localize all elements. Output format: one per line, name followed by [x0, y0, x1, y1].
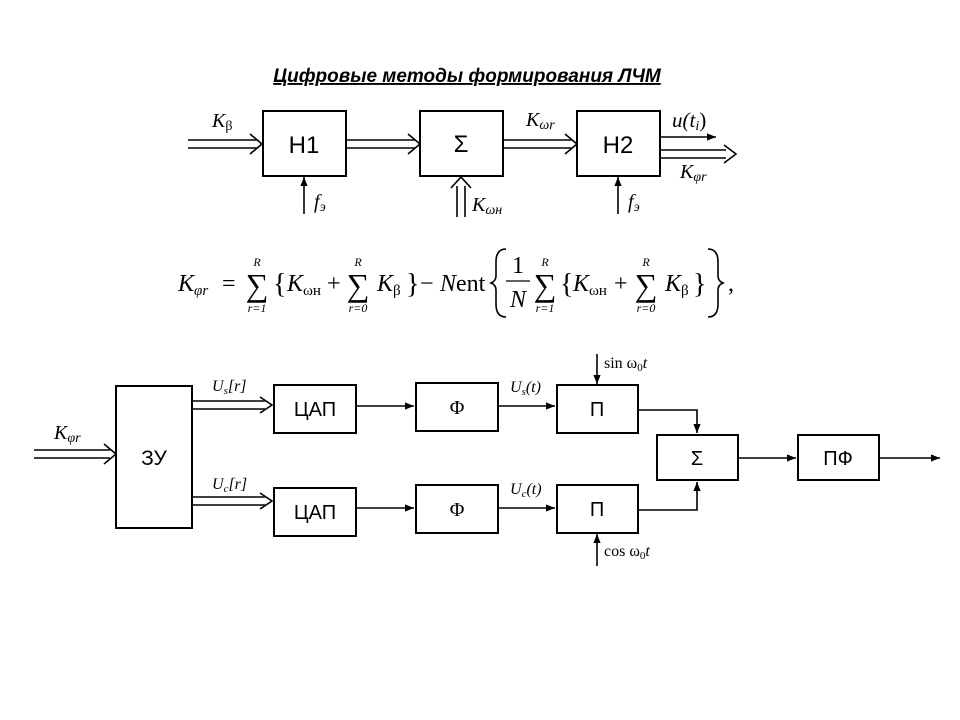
formula-k-beta-2: Kβ — [664, 271, 689, 299]
k-phi-r-label: Kφr — [679, 161, 707, 185]
h2-block — [576, 110, 661, 177]
formula-minus: − — [420, 271, 434, 297]
fraction-denominator: N — [509, 287, 528, 313]
mult-lower-to-sum-arrow — [638, 482, 701, 511]
dac-upper-label: ЦАП — [294, 399, 336, 421]
cos-label: cos ω0t — [604, 543, 650, 562]
zu-block — [115, 385, 193, 529]
formula-plus-1: + — [327, 271, 341, 297]
mult-upper-label: П — [590, 399, 604, 421]
zu-to-dac-upper-arrow — [192, 396, 274, 414]
h1-label: Н1 — [289, 132, 320, 159]
bpf-block — [797, 434, 880, 481]
brace-close-1: } — [406, 269, 419, 300]
input-kbeta-label: Kβ — [211, 110, 232, 134]
h1-to-sum-arrow — [346, 133, 422, 155]
filter-lower-block — [415, 484, 499, 534]
formula: Kφr = R ∑ r=1 { Kωн + R ∑ r=0 Kβ } − Nen… — [177, 248, 734, 318]
sum2-lower: r=0 — [349, 301, 368, 315]
dac-lower-label: ЦАП — [294, 502, 336, 524]
h1-block — [262, 110, 347, 177]
brace-open-2: { — [560, 269, 573, 300]
input-kbeta-arrow — [188, 133, 264, 155]
sum3-sigma: ∑ — [534, 267, 557, 303]
uc-r-label: Uc[r] — [212, 476, 247, 495]
filter-upper-label: Φ — [450, 397, 465, 419]
k-omega-r-label: Kωr — [525, 109, 555, 133]
sum-block-bottom — [656, 434, 739, 481]
mult-upper-block — [556, 384, 639, 434]
fraction-numerator: 1 — [512, 253, 524, 279]
formula-plus-2: + — [614, 271, 628, 297]
bottom-chain: Kφr ЗУ Us[r] Uc[r] ЦАП Φ Us(t) П sin ω0t — [34, 354, 940, 566]
dac-lower-block — [273, 487, 357, 537]
sum4-lower: r=0 — [637, 301, 656, 315]
input-kphir-label: Kφr — [53, 422, 81, 446]
big-brace-close — [707, 248, 726, 318]
formula-k-beta-1: Kβ — [376, 271, 401, 299]
sum2-sigma: ∑ — [347, 267, 370, 303]
k-phi-r-output-arrow — [660, 144, 738, 164]
formula-lhs: Kφr — [177, 271, 208, 299]
sum3-upper: R — [540, 255, 549, 269]
big-brace-open — [488, 248, 507, 318]
u-ti-label: u(ti) — [672, 108, 706, 134]
formula-k-omega-n-2: Kωн — [572, 271, 607, 299]
fe-h1-label: fэ — [314, 191, 326, 215]
sum4-sigma: ∑ — [635, 267, 658, 303]
formula-eq: = — [222, 271, 236, 297]
uc-t-label: Uc(t) — [510, 481, 542, 500]
sum-block-top — [419, 110, 504, 177]
fe-h2-label: fэ — [628, 191, 640, 215]
h2-label: Н2 — [603, 132, 634, 159]
mult-upper-to-sum-arrow — [638, 409, 701, 433]
us-t-label: Us(t) — [510, 379, 541, 398]
top-chain: Kβ Н1 Σ Kωr Н2 u(ti) Kφr fэ — [188, 108, 738, 218]
formula-n-ent: Nent — [439, 271, 486, 297]
sum1-upper: R — [252, 255, 261, 269]
k-omega-n-label: Kωн — [471, 194, 502, 218]
mult-lower-block — [556, 484, 639, 534]
dac-upper-block — [273, 384, 357, 434]
sin-label: sin ω0t — [604, 355, 648, 374]
sum-label-bottom: Σ — [691, 448, 703, 470]
filter-lower-label: Φ — [450, 499, 465, 521]
sum3-lower: r=1 — [536, 301, 555, 315]
formula-k-omega-n-1: Kωн — [286, 271, 321, 299]
sum4-upper: R — [641, 255, 650, 269]
brace-close-2: } — [693, 269, 706, 300]
sum1-sigma: ∑ — [246, 267, 269, 303]
bpf-label: ПФ — [823, 448, 853, 470]
filter-upper-block — [415, 382, 499, 432]
sum-to-h2-arrow — [503, 133, 579, 155]
k-omega-n-arrow — [450, 175, 472, 217]
mult-lower-label: П — [590, 499, 604, 521]
us-r-label: Us[r] — [212, 378, 247, 397]
sum1-lower: r=1 — [248, 301, 267, 315]
sum2-upper: R — [353, 255, 362, 269]
sum-label-top: Σ — [454, 131, 469, 158]
formula-comma: , — [728, 271, 734, 297]
zu-label: ЗУ — [141, 447, 167, 470]
input-kphir-arrow — [34, 443, 118, 465]
zu-to-dac-lower-arrow — [192, 492, 274, 510]
page-title: Цифровые методы формирования ЛЧМ — [273, 66, 662, 87]
brace-open-1: { — [273, 269, 286, 300]
